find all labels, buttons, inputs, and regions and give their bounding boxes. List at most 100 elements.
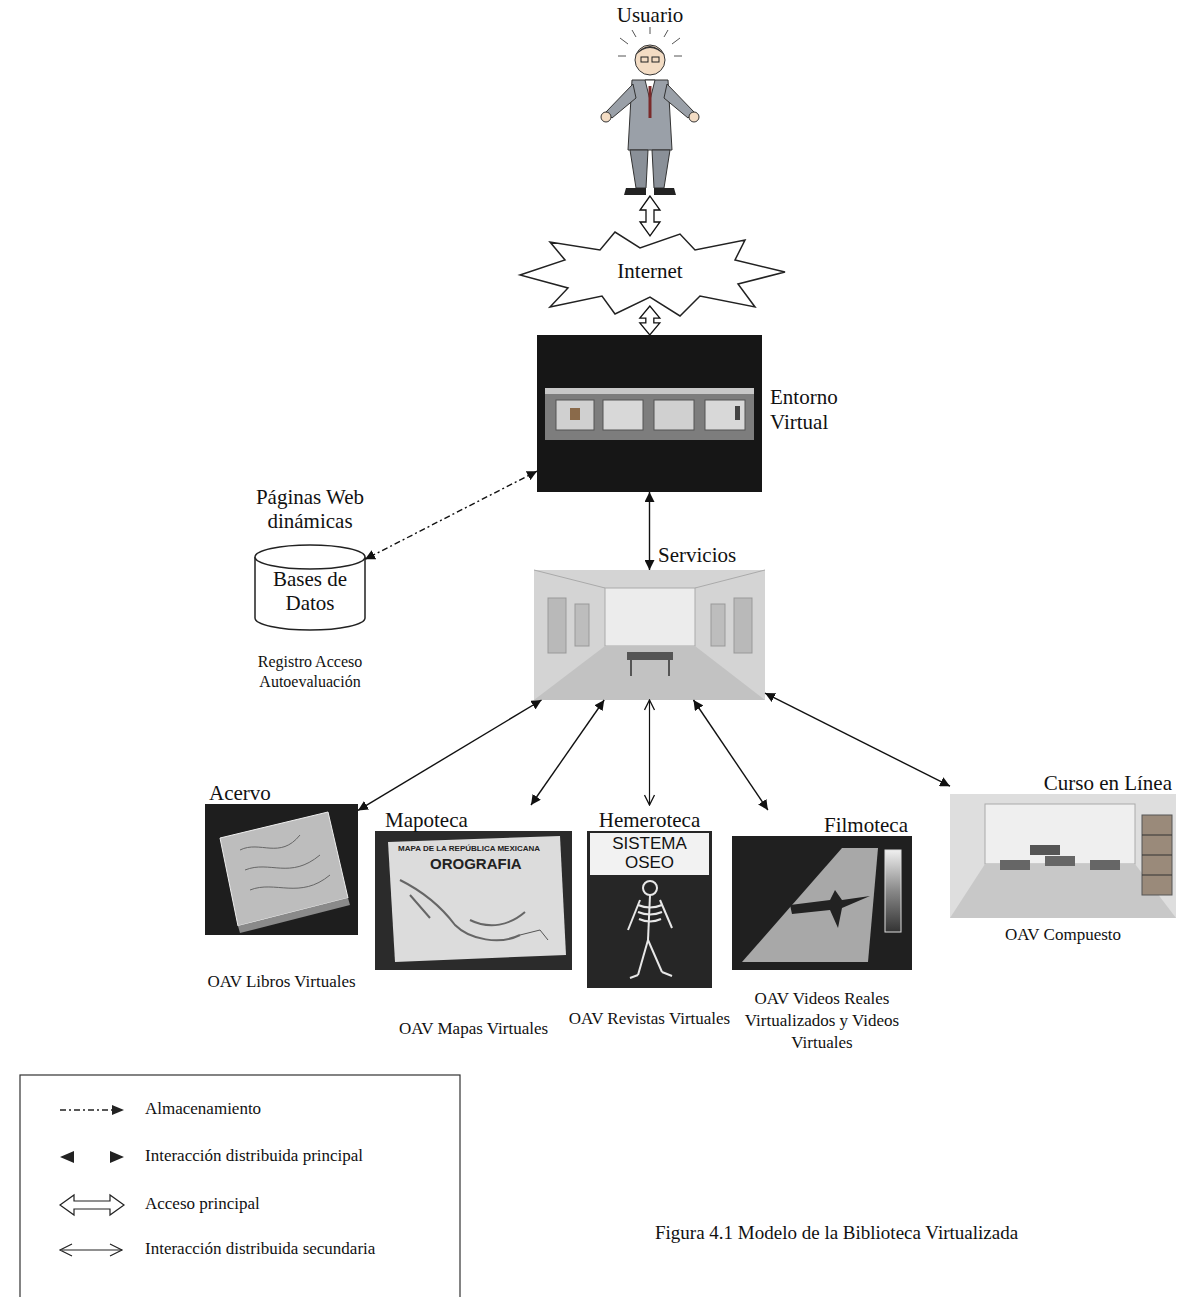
user-figure-part-part <box>674 56 682 57</box>
virtual-classroom-image-part <box>1000 860 1030 870</box>
virtual-classroom-image-part <box>1142 835 1172 836</box>
node-label: Usuario <box>590 4 710 27</box>
internet-starburst: Internet <box>520 236 780 306</box>
node-note: Registro Acceso Autoevaluación <box>245 652 375 692</box>
user-figure-part <box>635 46 665 56</box>
virtual-environment-image-part <box>654 400 694 430</box>
services-room-image-part <box>534 570 605 588</box>
map-title: MAPA DE LA REPÚBLICA MEXICANA <box>398 844 540 853</box>
services-room-image-part <box>575 604 589 646</box>
node-caption: OAV Libros Virtuales <box>202 971 362 993</box>
virtual-magazine-image-part-part <box>638 940 648 975</box>
virtual-environment-image-part <box>570 408 580 420</box>
node-label: Internet <box>617 259 682 284</box>
solid-connector <box>358 700 542 810</box>
legend-box <box>20 1075 460 1297</box>
user-figure-part-part <box>618 56 626 57</box>
services-room-image-part <box>534 646 765 700</box>
open-connector <box>649 700 650 805</box>
node-heading: Filmoteca <box>732 810 912 837</box>
virtual-magazine-image-part-part <box>630 975 638 978</box>
virtual-book-image <box>205 804 358 935</box>
virtual-map-image <box>375 831 572 970</box>
user-figure-part <box>689 112 699 122</box>
virtual-environment-image-part <box>705 400 745 430</box>
virtual-classroom-image-part <box>1090 860 1120 870</box>
figure-caption: Figura 4.1 Modelo de la Biblioteca Virtu… <box>655 1222 1018 1244</box>
node-label: Bases de Datos <box>255 545 365 615</box>
virtual-classroom-image-part <box>950 794 1176 918</box>
legend-text: Interacción distribuida principal <box>145 1146 363 1166</box>
virtual-environment-image <box>537 335 762 492</box>
virtual-classroom-image <box>950 794 1176 918</box>
services-room-image-part <box>548 598 566 653</box>
internet-starburst <box>520 232 785 316</box>
magazine-title: SISTEMA OSEO <box>592 835 707 872</box>
virtual-video-image-part <box>742 848 878 962</box>
services-room-image <box>534 570 765 700</box>
services-room-image-part <box>605 588 695 646</box>
services-room-image-part <box>711 604 725 646</box>
virtual-environment-image-part <box>556 400 594 430</box>
user-figure: Usuario <box>590 4 710 196</box>
database-cylinder <box>255 545 365 630</box>
virtual-map-image-part <box>375 831 572 970</box>
virtual-magazine-image-part-part <box>662 972 672 976</box>
virtual-magazine-image-part-part <box>648 895 650 940</box>
user-figure-part-part <box>650 27 651 34</box>
user-figure-part-part <box>620 38 628 44</box>
virtual-classroom-image-part <box>985 804 1135 864</box>
virtual-video-image-part <box>732 836 912 970</box>
user-figure-part <box>641 57 648 62</box>
node-caption: OAV Compuesto <box>963 924 1163 946</box>
node-heading: Hemeroteca <box>587 805 712 832</box>
collection-item: AcervoOAV Libros Virtuales <box>205 778 358 935</box>
user-figure-part-part <box>672 38 680 44</box>
user-figure-part <box>635 45 665 75</box>
node-heading: Mapoteca <box>375 805 572 832</box>
virtual-map-image-part <box>400 880 525 940</box>
virtual-book-image-part <box>240 835 330 890</box>
virtual-environment-image-part <box>545 388 754 440</box>
virtual-classroom-image-part <box>1142 875 1172 876</box>
node-caption: OAV Revistas Virtuales <box>565 1008 735 1030</box>
user-figure-part <box>601 112 611 122</box>
user-figure-part <box>630 150 648 188</box>
legend-text: Acceso principal <box>145 1194 260 1214</box>
virtual-magazine-image-part-part <box>638 905 662 922</box>
virtual-book-image-part <box>238 898 350 933</box>
legend-box-part <box>112 1105 124 1115</box>
virtual-magazine-image <box>587 831 712 988</box>
node-heading: Páginas Web dinámicas <box>230 485 390 533</box>
virtual-environment-image-part <box>545 388 754 394</box>
user-figure-part <box>624 188 646 195</box>
virtual-magazine-image-part <box>590 833 709 875</box>
node-caption: OAV Videos Reales Virtualizados y Videos… <box>737 988 907 1054</box>
legend-box-part <box>62 1249 122 1250</box>
user-figure-part-part <box>664 30 668 37</box>
legend-text: Almacenamiento <box>145 1099 261 1119</box>
virtual-video-image <box>732 836 912 970</box>
legend-entry: Interacción distribuida secundaria <box>145 1239 375 1259</box>
legend-entry: Almacenamiento <box>145 1099 261 1119</box>
virtual-environment-image-part <box>537 335 762 492</box>
virtual-magazine-image-part-part <box>648 940 662 972</box>
legend-box-part <box>60 1195 124 1215</box>
legend-box-part <box>60 1109 114 1110</box>
virtual-map-image-part <box>388 836 566 962</box>
solid-connector <box>531 700 604 805</box>
solid-connector <box>693 700 767 810</box>
legend-box-part <box>60 1151 74 1163</box>
virtual-classroom-image-part <box>1045 856 1075 866</box>
virtual-book-image-part <box>205 804 358 935</box>
virtual-magazine-image-part <box>628 881 672 978</box>
user-figure-part-part <box>632 30 636 37</box>
virtual-video-image-part <box>885 850 901 932</box>
user-figure-part <box>664 84 694 118</box>
virtual-classroom-image-part <box>1142 815 1172 895</box>
legend-entry: Interacción distribuida principal <box>145 1146 363 1166</box>
periodicals-item: HemerotecaOAV Revistas Virtuales <box>587 805 712 988</box>
map-subtitle: OROGRAFIA <box>430 855 522 872</box>
solid-connector <box>649 492 650 570</box>
